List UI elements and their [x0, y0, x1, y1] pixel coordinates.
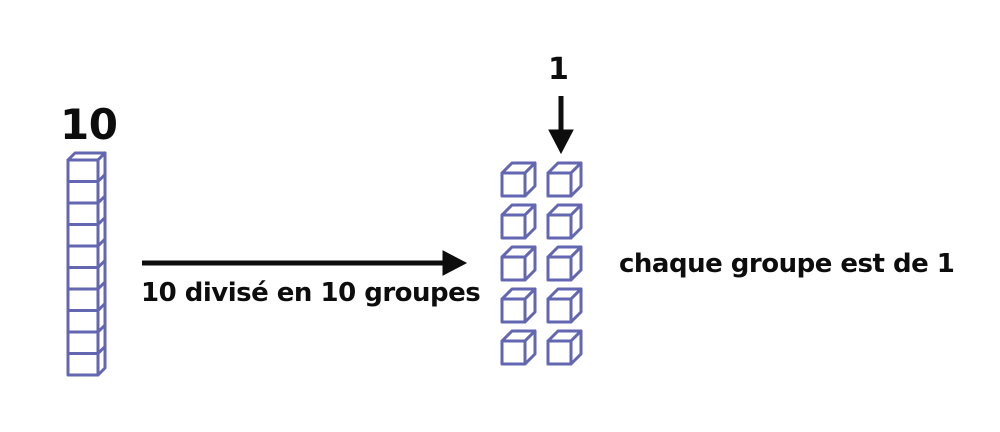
- unit-cube-icon: [500, 287, 537, 324]
- unit-cube-icon: [500, 329, 537, 366]
- unit-cube-icon: [546, 287, 583, 324]
- unit-cube-icon: [546, 329, 583, 366]
- unit-cube-icon: [500, 245, 537, 282]
- division-caption: 10 divisé en 10 groupes: [141, 278, 481, 308]
- unit-cube-icon: [546, 161, 583, 198]
- rod-value-label: 10: [60, 100, 118, 149]
- unit-cube-icon: [500, 203, 537, 240]
- result-caption: chaque groupe est de 1: [619, 249, 955, 279]
- unit-cube-icon: [546, 245, 583, 282]
- unit-cube-icon: [546, 203, 583, 240]
- unit-cube-icon: [500, 161, 537, 198]
- group-size-label: 1: [548, 52, 569, 87]
